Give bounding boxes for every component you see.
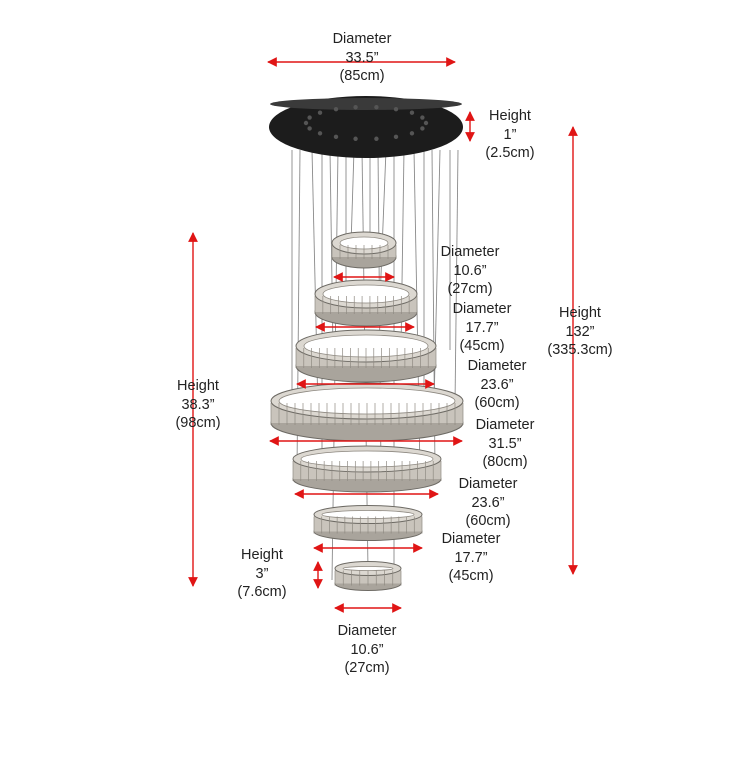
overall-height-label: Height 132” (335.3cm)	[535, 304, 625, 360]
ring4-diameter-metric: (80cm)	[482, 454, 528, 470]
ring-height-label: Height 3” (7.6cm)	[222, 546, 302, 602]
ring6-diameter-metric: (45cm)	[448, 568, 494, 584]
canopy-height-title: Height	[489, 108, 531, 124]
canopy	[269, 96, 463, 158]
wire-line	[454, 149, 459, 406]
ring2-diameter-label: Diameter 17.7” (45cm)	[442, 300, 522, 356]
ring-inner-opening	[300, 450, 434, 468]
ring1-diameter-metric: (27cm)	[447, 281, 493, 297]
canopy-diameter-imperial: 33.5”	[345, 49, 379, 66]
canopy-height-imperial: 1”	[503, 126, 517, 143]
canopy-screw	[303, 120, 309, 126]
rings-height-imperial: 38.3”	[181, 396, 215, 413]
canopy-screw	[353, 136, 358, 141]
bottom-ring-diameter-imperial: 10.6”	[350, 641, 384, 658]
ring6-diameter-title: Diameter	[441, 531, 501, 547]
bottom-ring-diameter-metric: (27cm)	[344, 660, 390, 676]
ring-inner-opening	[342, 566, 394, 571]
dimension-arrows	[188, 57, 578, 613]
canopy-screw	[374, 105, 379, 110]
ring5-diameter-imperial: 23.6”	[471, 494, 505, 511]
rings-height-title: Height	[177, 378, 219, 394]
ring2-diameter-title: Diameter	[452, 301, 512, 317]
canopy-screw	[409, 131, 415, 136]
ring1-diameter-imperial: 10.6”	[453, 262, 487, 279]
canopy-screw	[317, 131, 323, 136]
canopy-diameter-title: Diameter	[332, 31, 392, 47]
canopy-height-metric: (2.5cm)	[485, 145, 535, 161]
canopy-screw	[423, 120, 429, 126]
canopy-screw	[393, 134, 399, 140]
crystal-ring-4	[270, 382, 464, 442]
crystal-ring-2	[314, 279, 418, 327]
ring2-diameter-imperial: 17.7”	[465, 319, 499, 336]
canopy-screw	[307, 126, 312, 131]
canopy-screw	[393, 106, 399, 112]
bottom-ring-diameter-label: Diameter 10.6” (27cm)	[327, 622, 407, 678]
canopy-diameter-metric: (85cm)	[339, 68, 385, 84]
ring1-diameter-title: Diameter	[440, 244, 500, 260]
ring4-diameter-label: Diameter 31.5” (80cm)	[465, 416, 545, 472]
ring3-diameter-title: Diameter	[467, 358, 527, 374]
ring4-diameter-title: Diameter	[475, 417, 535, 433]
ring-height-metric: (7.6cm)	[237, 584, 287, 600]
canopy-screw	[353, 105, 358, 110]
canopy-screw	[374, 136, 379, 141]
crystal-ring-1	[331, 231, 397, 269]
rings-height-label: Height 38.3” (98cm)	[158, 377, 238, 433]
canopy-screw	[420, 126, 425, 131]
ring3-diameter-imperial: 23.6”	[480, 376, 514, 393]
ring6-diameter-label: Diameter 17.7” (45cm)	[431, 530, 511, 586]
ring1-diameter-label: Diameter 10.6” (27cm)	[430, 243, 510, 299]
crystal-ring-5	[292, 445, 442, 493]
crystal-ring-7	[334, 561, 402, 591]
canopy-screw	[333, 134, 339, 140]
bottom-ring-diameter-title: Diameter	[337, 623, 397, 639]
ring3-diameter-label: Diameter 23.6” (60cm)	[457, 357, 537, 413]
ring5-diameter-title: Diameter	[458, 476, 518, 492]
canopy-screw	[333, 106, 339, 112]
overall-height-imperial: 132”	[565, 323, 595, 340]
ring4-diameter-imperial: 31.5”	[488, 435, 522, 452]
canopy-screw	[307, 115, 312, 120]
canopy-diameter-label: Diameter 33.5” (85cm)	[312, 30, 412, 86]
crystal-ring-3	[295, 329, 437, 383]
ring-inner-opening	[322, 284, 410, 304]
ring5-diameter-label: Diameter 23.6” (60cm)	[448, 475, 528, 531]
canopy-plate	[269, 96, 463, 158]
overall-height-title: Height	[559, 305, 601, 321]
canopy-screw	[317, 110, 323, 115]
ring-height-title: Height	[241, 547, 283, 563]
wire-line	[350, 149, 355, 246]
ring2-diameter-metric: (45cm)	[459, 338, 505, 354]
ring5-diameter-metric: (60cm)	[465, 513, 511, 529]
rings-height-metric: (98cm)	[175, 415, 221, 431]
canopy-top-edge	[270, 98, 462, 110]
canopy-screw	[420, 115, 425, 120]
ring-height-imperial: 3”	[255, 565, 269, 582]
ring6-diameter-imperial: 17.7”	[454, 549, 488, 566]
canopy-height-label: Height 1” (2.5cm)	[470, 107, 550, 163]
crystal-ring-6	[313, 505, 423, 541]
canopy-screw	[409, 110, 415, 115]
ring3-diameter-metric: (60cm)	[474, 395, 520, 411]
overall-height-metric: (335.3cm)	[547, 342, 613, 358]
